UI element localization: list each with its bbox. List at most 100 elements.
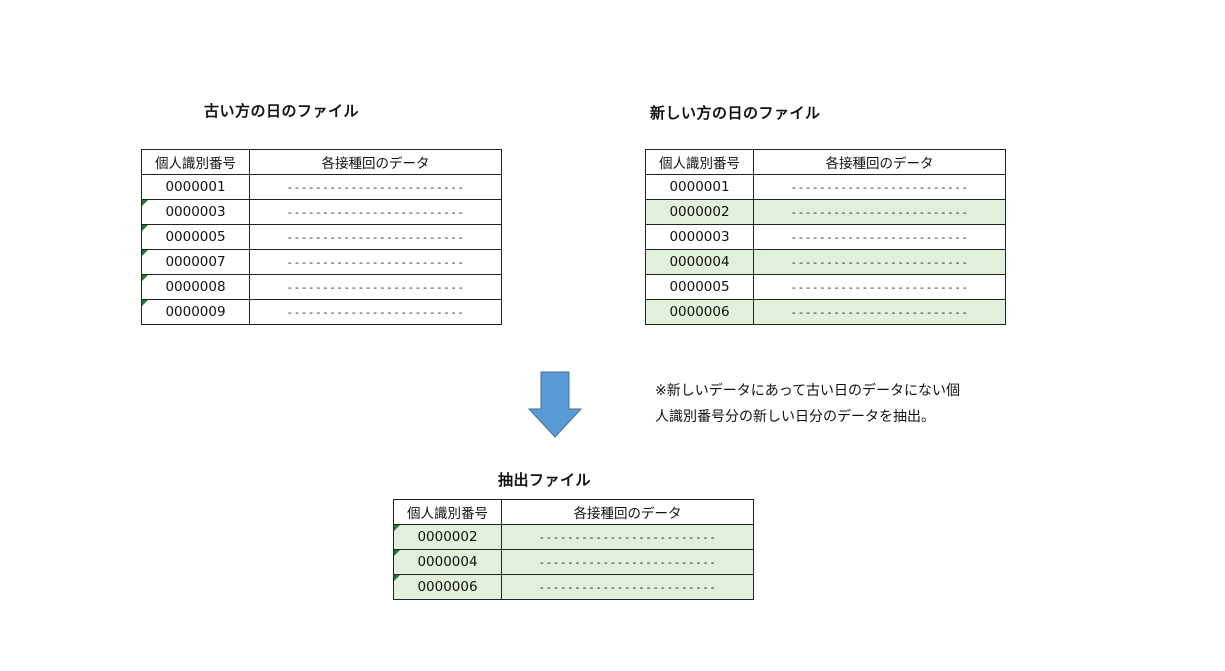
data-value: ------------------------- — [286, 206, 465, 219]
id-value: 0000005 — [165, 229, 226, 245]
id-cell[interactable]: 0000004 — [393, 549, 502, 575]
data-cell[interactable]: ------------------------- — [249, 299, 502, 325]
id-cell[interactable]: 0000002 — [645, 199, 754, 225]
new-file-table: 個人識別番号各接種回のデータ 0000001 -------------------… — [645, 149, 1006, 325]
data-value: ------------------------- — [790, 206, 969, 219]
table-header-row: 個人識別番号各接種回のデータ — [393, 499, 754, 525]
table-row: 0000001 ------------------------- — [141, 174, 502, 200]
id-cell[interactable]: 0000006 — [645, 299, 754, 325]
data-value: ------------------------- — [538, 556, 717, 569]
error-indicator-icon — [142, 225, 148, 231]
data-value: ------------------------- — [790, 306, 969, 319]
new-file-title: 新しい方の日のファイル — [650, 104, 821, 122]
table-row: 0000002 ------------------------- — [393, 524, 754, 550]
data-cell[interactable]: ------------------------- — [249, 174, 502, 200]
error-indicator-icon — [142, 300, 148, 306]
table-row: 0000003 ------------------------- — [141, 199, 502, 225]
id-cell[interactable]: 0000001 — [645, 174, 754, 200]
note-line-2: 人識別番号分の新しい日分のデータを抽出。 — [655, 409, 935, 425]
data-value: ------------------------- — [790, 181, 969, 194]
data-cell[interactable]: ------------------------- — [753, 199, 1006, 225]
note-line-1: ※新しいデータにあって古い日のデータにない個 — [655, 383, 961, 399]
header-data-cell: 各接種回のデータ — [249, 149, 502, 175]
id-value: 0000001 — [669, 179, 730, 195]
data-value: ------------------------- — [286, 306, 465, 319]
data-cell[interactable]: ------------------------- — [753, 174, 1006, 200]
extraction-note: ※新しいデータにあって古い日のデータにない個 人識別番号分の新しい日分のデータを… — [655, 378, 985, 430]
id-value: 0000009 — [165, 304, 226, 320]
table-row: 0000007 ------------------------- — [141, 249, 502, 275]
error-indicator-icon — [394, 525, 400, 531]
old-file-table: 個人識別番号各接種回のデータ 0000001 -------------------… — [141, 149, 502, 325]
data-cell[interactable]: ------------------------- — [753, 274, 1006, 300]
id-value: 0000008 — [165, 279, 226, 295]
data-value: ------------------------- — [286, 281, 465, 294]
id-value: 0000007 — [165, 254, 226, 270]
id-cell[interactable]: 0000001 — [141, 174, 250, 200]
data-cell[interactable]: ------------------------- — [753, 224, 1006, 250]
id-cell[interactable]: 0000006 — [393, 574, 502, 600]
id-value: 0000006 — [417, 579, 478, 595]
new-file-table-body: 個人識別番号各接種回のデータ 0000001 -------------------… — [645, 149, 1006, 325]
table-row: 0000002 ------------------------- — [645, 199, 1006, 225]
id-value: 0000004 — [669, 254, 730, 270]
table-row: 0000001 ------------------------- — [645, 174, 1006, 200]
id-value: 0000001 — [165, 179, 226, 195]
id-cell[interactable]: 0000008 — [141, 274, 250, 300]
table-row: 0000008 ------------------------- — [141, 274, 502, 300]
error-indicator-icon — [142, 250, 148, 256]
error-indicator-icon — [394, 575, 400, 581]
header-id-cell: 個人識別番号 — [393, 499, 502, 525]
data-cell[interactable]: ------------------------- — [501, 524, 754, 550]
table-row: 0000005 ------------------------- — [645, 274, 1006, 300]
data-value: ------------------------- — [286, 231, 465, 244]
error-indicator-icon — [142, 275, 148, 281]
header-id-cell: 個人識別番号 — [645, 149, 754, 175]
old-file-table-body: 個人識別番号各接種回のデータ 0000001 -------------------… — [141, 149, 502, 325]
data-value: ------------------------- — [790, 231, 969, 244]
data-cell[interactable]: ------------------------- — [249, 199, 502, 225]
id-cell[interactable]: 0000004 — [645, 249, 754, 275]
header-data-cell: 各接種回のデータ — [501, 499, 754, 525]
table-row: 0000006 ------------------------- — [393, 574, 754, 600]
data-value: ------------------------- — [790, 256, 969, 269]
header-id-cell: 個人識別番号 — [141, 149, 250, 175]
data-cell[interactable]: ------------------------- — [249, 274, 502, 300]
id-cell[interactable]: 0000007 — [141, 249, 250, 275]
data-cell[interactable]: ------------------------- — [249, 224, 502, 250]
id-cell[interactable]: 0000005 — [645, 274, 754, 300]
data-value: ------------------------- — [538, 581, 717, 594]
id-value: 0000003 — [165, 204, 226, 220]
id-cell[interactable]: 0000003 — [645, 224, 754, 250]
id-value: 0000004 — [417, 554, 478, 570]
table-row: 0000003 ------------------------- — [645, 224, 1006, 250]
down-arrow-shape — [527, 371, 583, 438]
down-arrow-icon — [527, 371, 583, 438]
header-data-cell: 各接種回のデータ — [753, 149, 1006, 175]
id-cell[interactable]: 0000003 — [141, 199, 250, 225]
old-file-title: 古い方の日のファイル — [204, 102, 360, 120]
data-value: ------------------------- — [286, 181, 465, 194]
table-row: 0000005 ------------------------- — [141, 224, 502, 250]
data-cell[interactable]: ------------------------- — [753, 299, 1006, 325]
table-header-row: 個人識別番号各接種回のデータ — [645, 149, 1006, 175]
id-value: 0000005 — [669, 279, 730, 295]
table-row: 0000004 ------------------------- — [393, 549, 754, 575]
table-header-row: 個人識別番号各接種回のデータ — [141, 149, 502, 175]
data-cell[interactable]: ------------------------- — [249, 249, 502, 275]
data-value: ------------------------- — [286, 256, 465, 269]
data-cell[interactable]: ------------------------- — [753, 249, 1006, 275]
error-indicator-icon — [142, 200, 148, 206]
id-cell[interactable]: 0000005 — [141, 224, 250, 250]
table-row: 0000006 ------------------------- — [645, 299, 1006, 325]
table-row: 0000004 ------------------------- — [645, 249, 1006, 275]
data-cell[interactable]: ------------------------- — [501, 574, 754, 600]
data-value: ------------------------- — [538, 531, 717, 544]
id-value: 0000002 — [669, 204, 730, 220]
id-cell[interactable]: 0000002 — [393, 524, 502, 550]
data-cell[interactable]: ------------------------- — [501, 549, 754, 575]
data-value: ------------------------- — [790, 281, 969, 294]
id-cell[interactable]: 0000009 — [141, 299, 250, 325]
